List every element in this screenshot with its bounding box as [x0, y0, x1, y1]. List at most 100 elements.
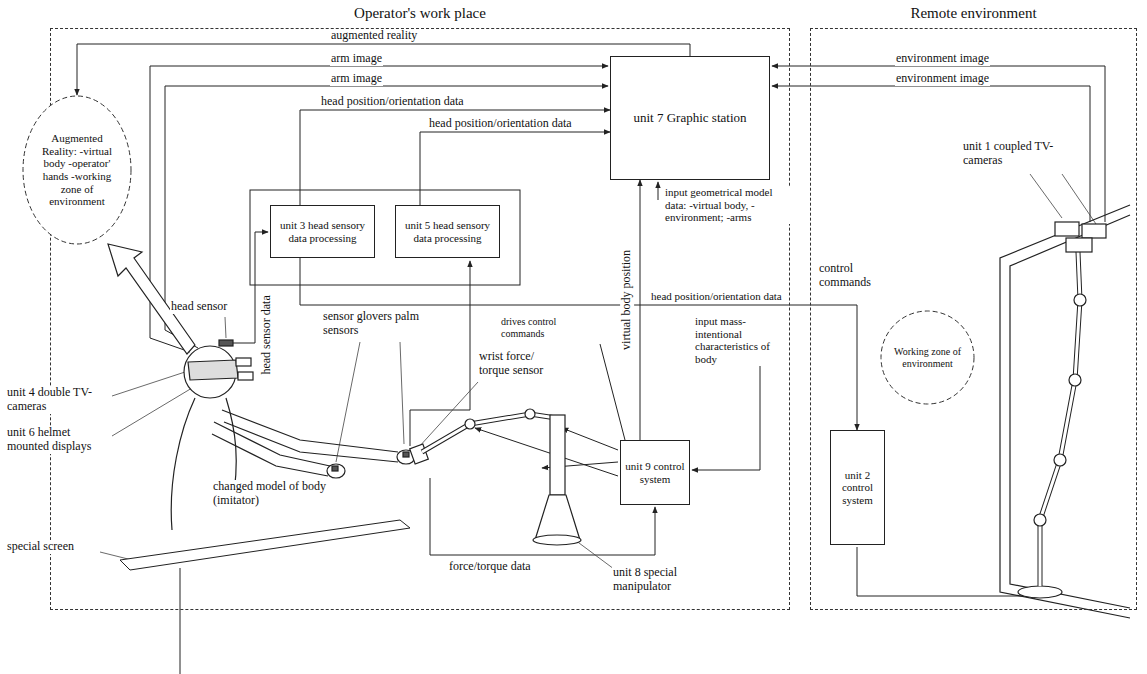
operator-figure — [108, 244, 415, 530]
connector — [77, 44, 690, 95]
node-text: Working zone of environment — [891, 346, 965, 369]
remote-region: Remote environmentunit 2 control systemW… — [810, 28, 1137, 610]
signal-line — [475, 428, 618, 476]
node-text: unit 2 control system — [835, 469, 880, 507]
signal-line — [692, 362, 760, 470]
part-label: wrist force/ torque sensor — [478, 350, 568, 378]
ellipse-outline — [23, 96, 131, 244]
remote-robot — [1082, 224, 1106, 238]
signal-line — [772, 86, 1090, 222]
operator-figure — [212, 434, 328, 476]
part-label: input mass-intentional characteristics o… — [694, 315, 788, 366]
zone-ellipse: Working zone of environment — [880, 310, 975, 405]
signal-line — [150, 66, 608, 352]
part-label: head sensor — [170, 300, 234, 314]
signal-line — [857, 547, 1040, 596]
signal-line — [165, 86, 608, 348]
leader-line — [112, 388, 192, 436]
leader-line — [336, 342, 360, 462]
edge-label: head position/orientation data — [428, 117, 573, 131]
part-label: arm image — [330, 52, 383, 66]
part-label: special screen — [6, 540, 100, 554]
operator-figure — [224, 422, 398, 462]
special-manipulator — [422, 414, 556, 452]
operator-figure — [327, 464, 345, 478]
leader-line — [225, 317, 226, 338]
process-box: unit 5 head sensory data processing — [395, 205, 500, 258]
signal-line — [600, 344, 625, 440]
connector — [300, 258, 857, 430]
region-heading: Remote environment — [811, 5, 1136, 22]
special-manipulator — [525, 409, 535, 419]
operator-figure — [238, 372, 253, 380]
ellipse-outline — [881, 311, 974, 404]
remote-robot — [1018, 586, 1062, 598]
remote-robot — [1000, 205, 1130, 618]
part-label: sensor glovers palm sensors — [322, 310, 434, 338]
edge-label: virtual body position — [620, 249, 634, 351]
operator-figure — [108, 244, 195, 354]
node-text: unit 7 Graphic station — [615, 111, 765, 126]
unit-frame — [250, 190, 520, 285]
signal-line — [562, 428, 618, 450]
operator-figure — [219, 340, 233, 346]
part-label: control commands — [818, 262, 900, 290]
special-screen — [120, 520, 410, 570]
control-box: unit 9 control system — [620, 440, 690, 505]
leader-line — [112, 372, 185, 396]
part-label: input geometrical model data: -virtual b… — [664, 186, 790, 224]
remote-robot — [1054, 454, 1066, 466]
remote-robot — [1066, 238, 1092, 252]
process-box: unit 7 Graphic station — [610, 56, 770, 180]
part-label: arm image — [330, 72, 383, 86]
operator-figure — [171, 398, 195, 530]
part-label: changed model of body (imitator) — [212, 480, 346, 508]
part-label: environment image — [895, 72, 990, 86]
special-screen — [180, 568, 181, 674]
leader-line — [400, 342, 404, 444]
signal-line — [410, 261, 470, 446]
remote-robot — [1074, 294, 1086, 306]
remote-robot — [1069, 374, 1081, 386]
special-manipulator — [533, 535, 581, 545]
operator-figure — [332, 466, 338, 471]
edge-label: head position/orientation data — [320, 95, 465, 109]
special-manipulator — [535, 495, 580, 540]
part-label: unit 8 special manipulator — [612, 566, 726, 594]
node-text: unit 5 head sensory data processing — [400, 219, 495, 244]
remote-robot — [1034, 514, 1046, 526]
connector — [640, 180, 641, 440]
part-label: unit 6 helmet mounted displays — [6, 426, 110, 454]
part-label: environment image — [895, 52, 990, 66]
remote-robot — [1000, 205, 1130, 618]
region-heading: Operator's work place — [51, 5, 789, 22]
part-label: unit 4 double TV-cameras — [6, 386, 110, 414]
special-manipulator — [410, 409, 581, 545]
reality-ellipse: Augmented Reality: -virtual body -operat… — [22, 95, 132, 245]
special-manipulator — [465, 419, 475, 429]
control-box: unit 2 control system — [830, 430, 885, 545]
part-label: force/torque data — [448, 560, 532, 574]
leader-line — [100, 174, 1096, 572]
connector — [300, 110, 610, 205]
unit-frame — [250, 190, 520, 285]
connector — [420, 132, 610, 205]
node-text: Augmented Reality: -virtual body -operat… — [34, 132, 120, 208]
operator-figure — [188, 360, 238, 380]
node-text: unit 3 head sensory data processing — [275, 219, 370, 244]
remote-robot — [1010, 215, 1130, 608]
operator-figure — [403, 452, 409, 457]
signal-line — [772, 66, 1105, 222]
node-text: unit 9 control system — [625, 460, 685, 485]
signal-line — [658, 182, 659, 200]
special-screen — [120, 520, 410, 674]
edge-label: head position/orientation data — [650, 290, 783, 303]
process-box: unit 3 head sensory data processing — [270, 205, 375, 258]
remote-robot — [1055, 222, 1079, 236]
special-manipulator — [550, 415, 565, 495]
special-manipulator — [422, 414, 556, 452]
leader-line — [1062, 174, 1096, 224]
part-label: drives control commands — [500, 316, 598, 339]
leader-line — [1030, 174, 1062, 218]
edge-label: augmented reality — [330, 29, 418, 43]
